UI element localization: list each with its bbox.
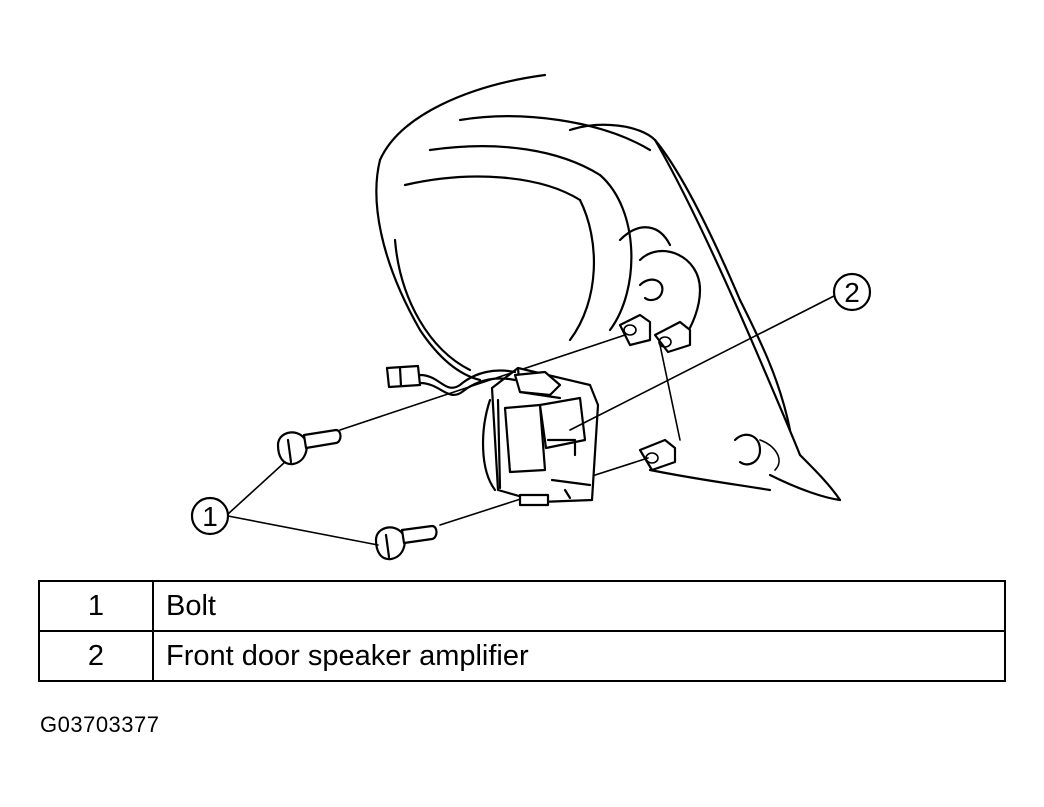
legend-number: 1 [38,580,154,632]
legend-description: Bolt [152,580,1006,632]
figure-code: G03703377 [40,712,160,737]
legend-description: Front door speaker amplifier [152,630,1006,682]
door-panel-outline [375,73,842,502]
legend-row: 2 Front door speaker amplifier [38,630,1006,682]
callout-1: 1 [190,461,379,546]
parts-legend-table: 1 Bolt 2 Front door speaker amplifier [38,580,1006,682]
guide-line-upper [339,334,626,431]
legend-row: 1 Bolt [38,580,1006,632]
callout-2-number: 2 [844,277,860,308]
callout-1-number: 1 [202,501,218,532]
amplifier-installation-illustration: 1 2 [190,73,872,561]
wire-harness [385,364,517,396]
legend-number: 2 [38,630,154,682]
bolt-upper [276,428,342,466]
mounting-tab-upper [618,313,692,354]
bolt-lower [374,524,438,561]
callout-2: 2 [569,272,872,431]
speaker-amplifier [482,366,600,507]
mounting-tab-lower [638,438,677,472]
guide-line-side [659,344,681,441]
